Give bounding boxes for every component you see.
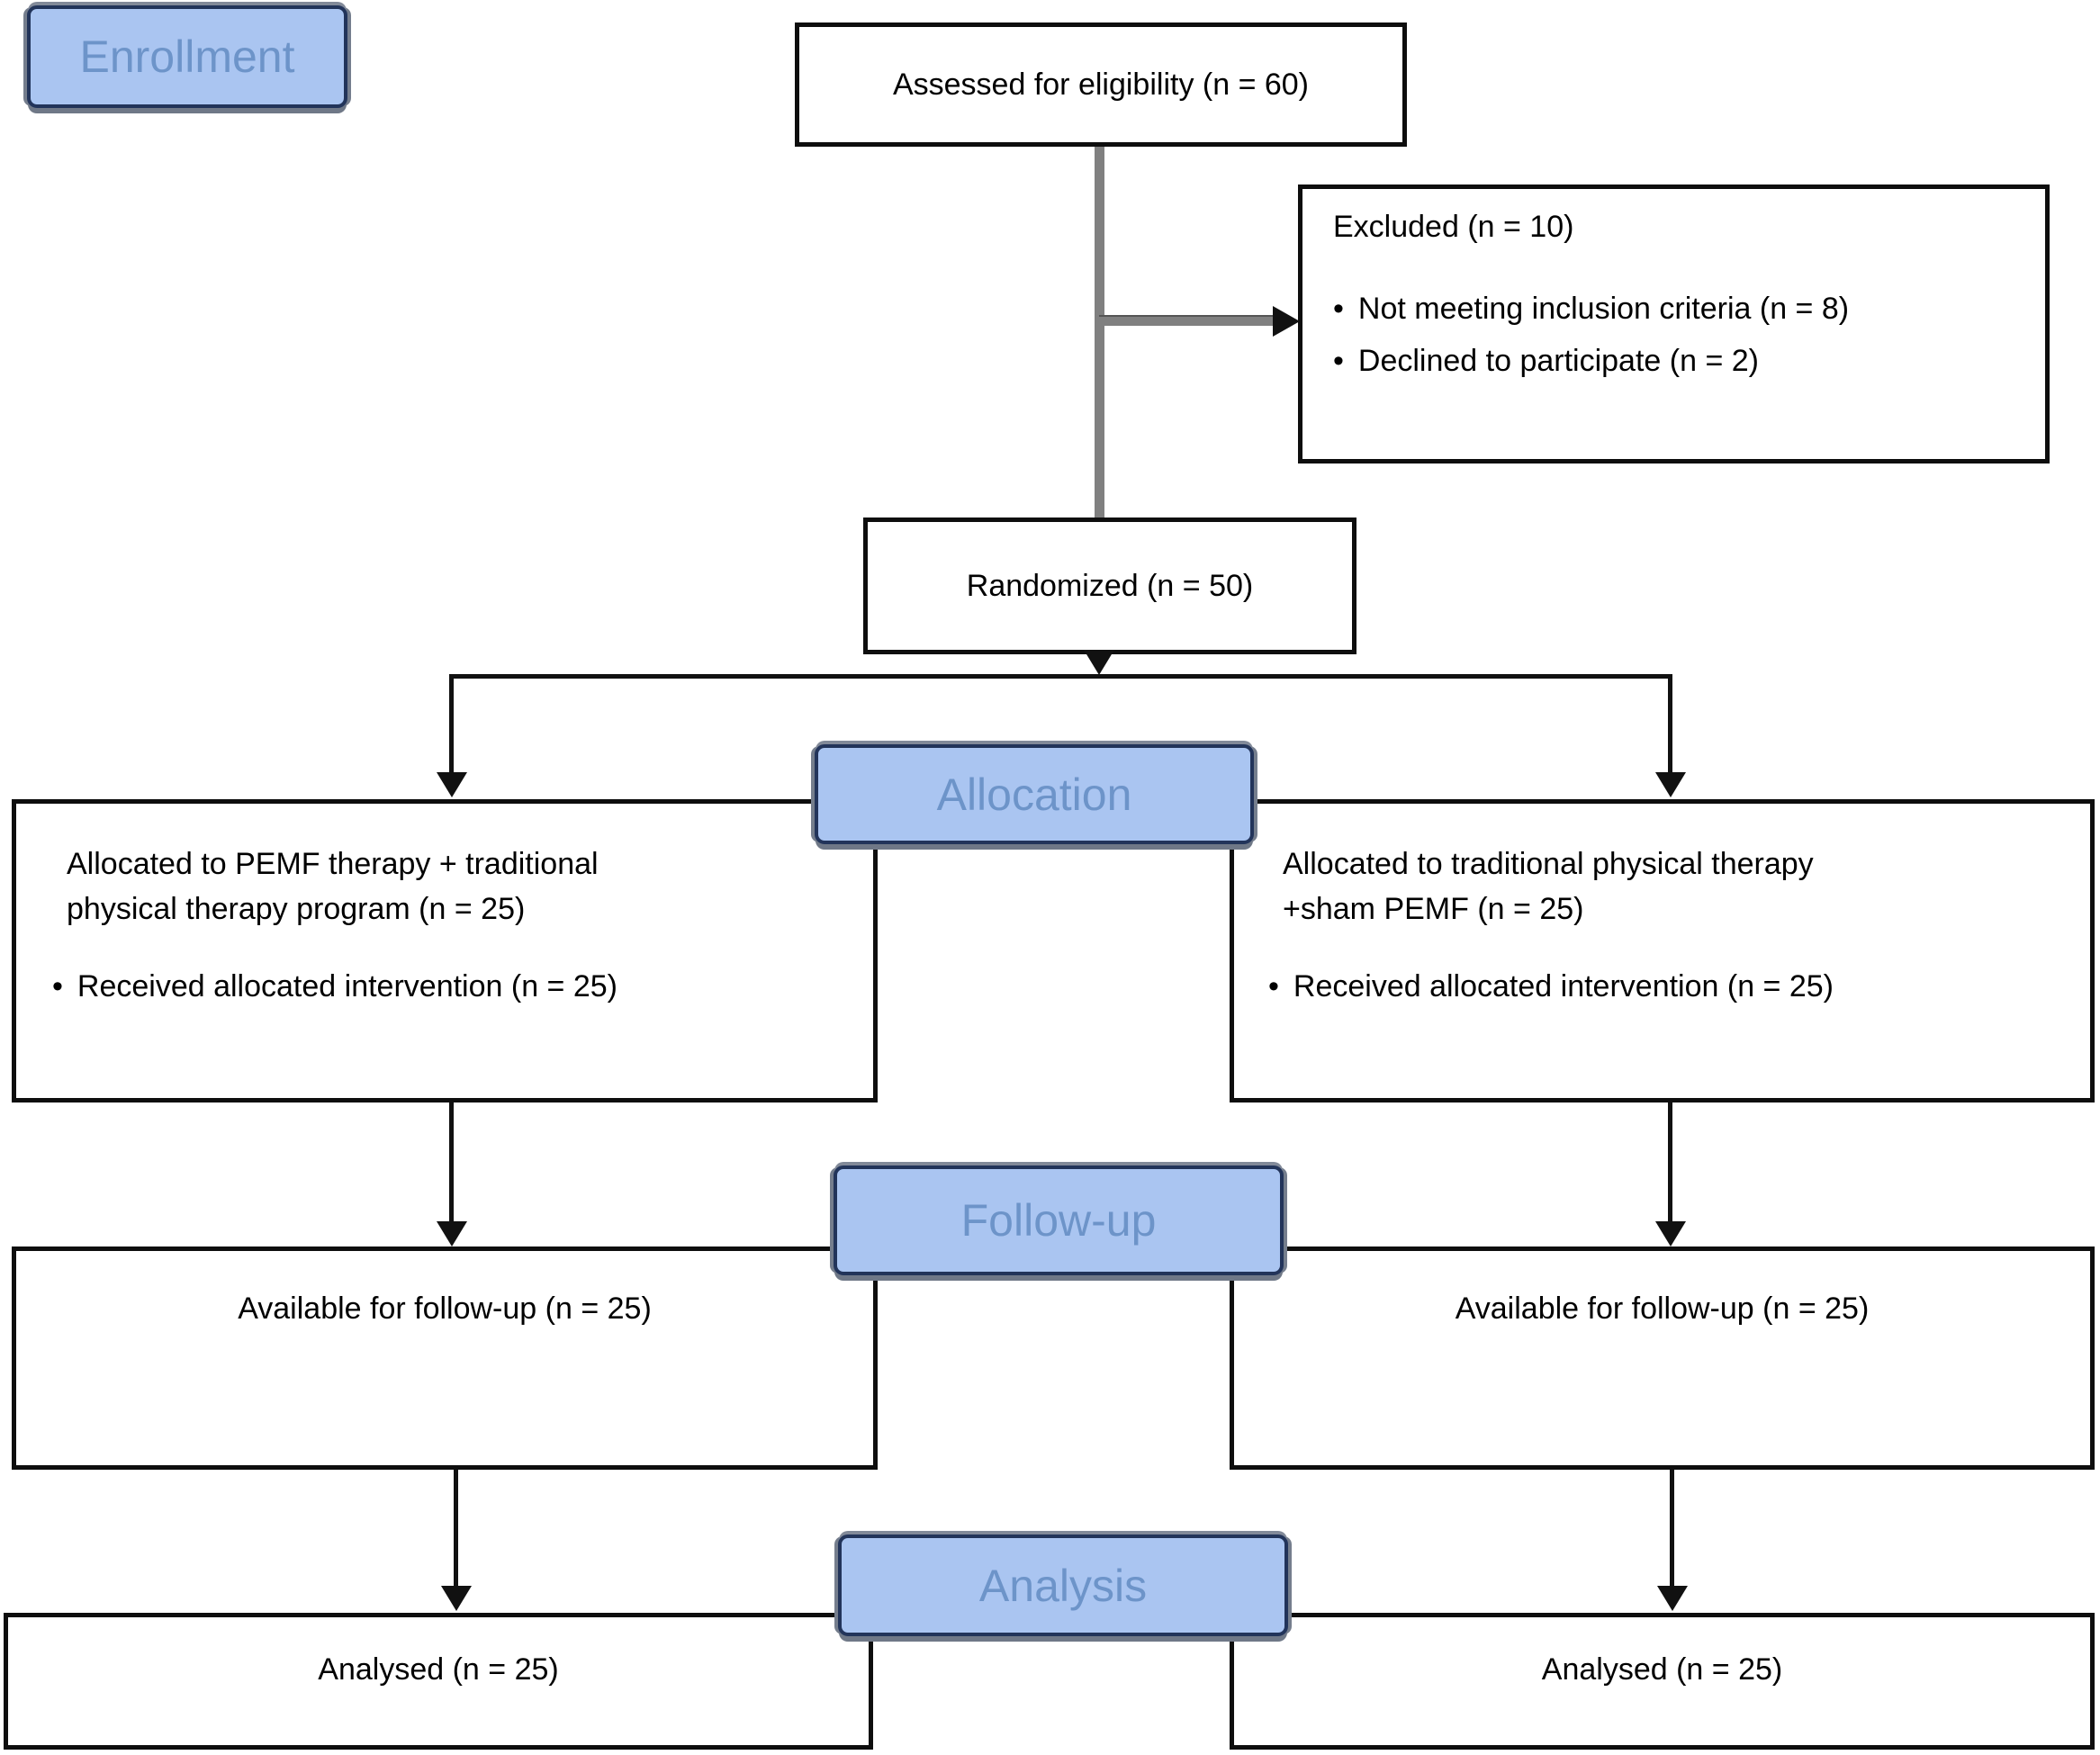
analysed-left-box: Analysed (n = 25) [4, 1613, 873, 1750]
enrollment-stage-text: Enrollment [79, 32, 295, 82]
connector-branch-left [449, 674, 454, 778]
followup-right-box: Available for follow-up (n = 25) [1230, 1246, 2095, 1470]
excluded-box: Excluded (n = 10) • Not meeting inclusio… [1298, 184, 2050, 464]
bullet-dot: • [52, 969, 63, 1004]
excluded-bullet-item: • Declined to participate (n = 2) [1333, 335, 2027, 387]
assessed-eligibility-box: Assessed for eligibility (n = 60) [795, 22, 1407, 147]
allocation-left-bullet-label: Received allocated intervention (n = 25) [77, 969, 617, 1004]
followup-stage-label: Follow-up [834, 1166, 1284, 1275]
arrow-down-icon [441, 1586, 472, 1611]
allocation-right-bullet-label: Received allocated intervention (n = 25) [1293, 969, 1834, 1004]
enrollment-stage-label: Enrollment [27, 5, 347, 108]
followup-stage-text: Follow-up [960, 1195, 1157, 1246]
analysed-right-box: Analysed (n = 25) [1230, 1613, 2095, 1750]
allocation-left-title: Allocated to PEMF therapy + traditional … [67, 847, 599, 926]
connector-branch-right [1668, 674, 1672, 778]
bullet-dot: • [1268, 969, 1279, 1004]
connector-allocation-to-followup-right [1668, 1102, 1672, 1225]
analysis-stage-text: Analysis [978, 1560, 1148, 1611]
followup-left-box: Available for follow-up (n = 25) [12, 1246, 878, 1470]
connector-allocation-to-followup-left [449, 1102, 454, 1225]
connector-followup-to-analysis-left [454, 1470, 458, 1589]
arrow-down-icon [1655, 772, 1686, 797]
followup-right-label: Available for follow-up (n = 25) [1455, 1292, 1870, 1326]
allocation-stage-text: Allocation [936, 769, 1132, 820]
bullet-dot: • [1333, 292, 1344, 326]
arrow-down-icon [437, 1221, 467, 1246]
assessed-eligibility-label: Assessed for eligibility (n = 60) [892, 68, 1310, 102]
randomized-label: Randomized (n = 50) [966, 569, 1254, 603]
allocation-left-bullet-item: • Received allocated intervention (n = 2… [52, 964, 855, 1009]
excluded-title: Excluded (n = 10) [1333, 210, 1574, 244]
followup-left-label: Available for follow-up (n = 25) [238, 1292, 652, 1326]
analysis-stage-label: Analysis [838, 1534, 1288, 1636]
allocation-left-box: Allocated to PEMF therapy + traditional … [12, 799, 878, 1102]
analysed-left-label: Analysed (n = 25) [318, 1652, 559, 1687]
analysed-right-label: Analysed (n = 25) [1541, 1652, 1783, 1687]
bullet-dot: • [1333, 344, 1344, 378]
excluded-bullet-item: • Not meeting inclusion criteria (n = 8) [1333, 283, 2027, 335]
arrow-down-icon [1655, 1221, 1686, 1246]
connector-assessed-to-randomized [1095, 144, 1104, 655]
allocation-right-box: Allocated to traditional physical therap… [1230, 799, 2095, 1102]
connector-followup-to-analysis-right [1670, 1470, 1674, 1589]
allocation-right-title: Allocated to traditional physical therap… [1283, 847, 1814, 926]
randomized-box: Randomized (n = 50) [863, 518, 1356, 654]
excluded-bullet-label: Declined to participate (n = 2) [1357, 344, 1759, 378]
arrow-down-icon [437, 772, 467, 797]
connector-randomized-branch [449, 674, 1672, 679]
allocation-right-bullet-item: • Received allocated intervention (n = 2… [1268, 964, 2072, 1009]
arrow-right-icon [1273, 306, 1300, 337]
excluded-bullet-label: Not meeting inclusion criteria (n = 8) [1357, 292, 1850, 326]
arrow-down-icon [1084, 650, 1114, 675]
arrow-down-icon [1657, 1586, 1688, 1611]
connector-to-excluded [1099, 317, 1275, 326]
allocation-stage-label: Allocation [815, 744, 1254, 844]
